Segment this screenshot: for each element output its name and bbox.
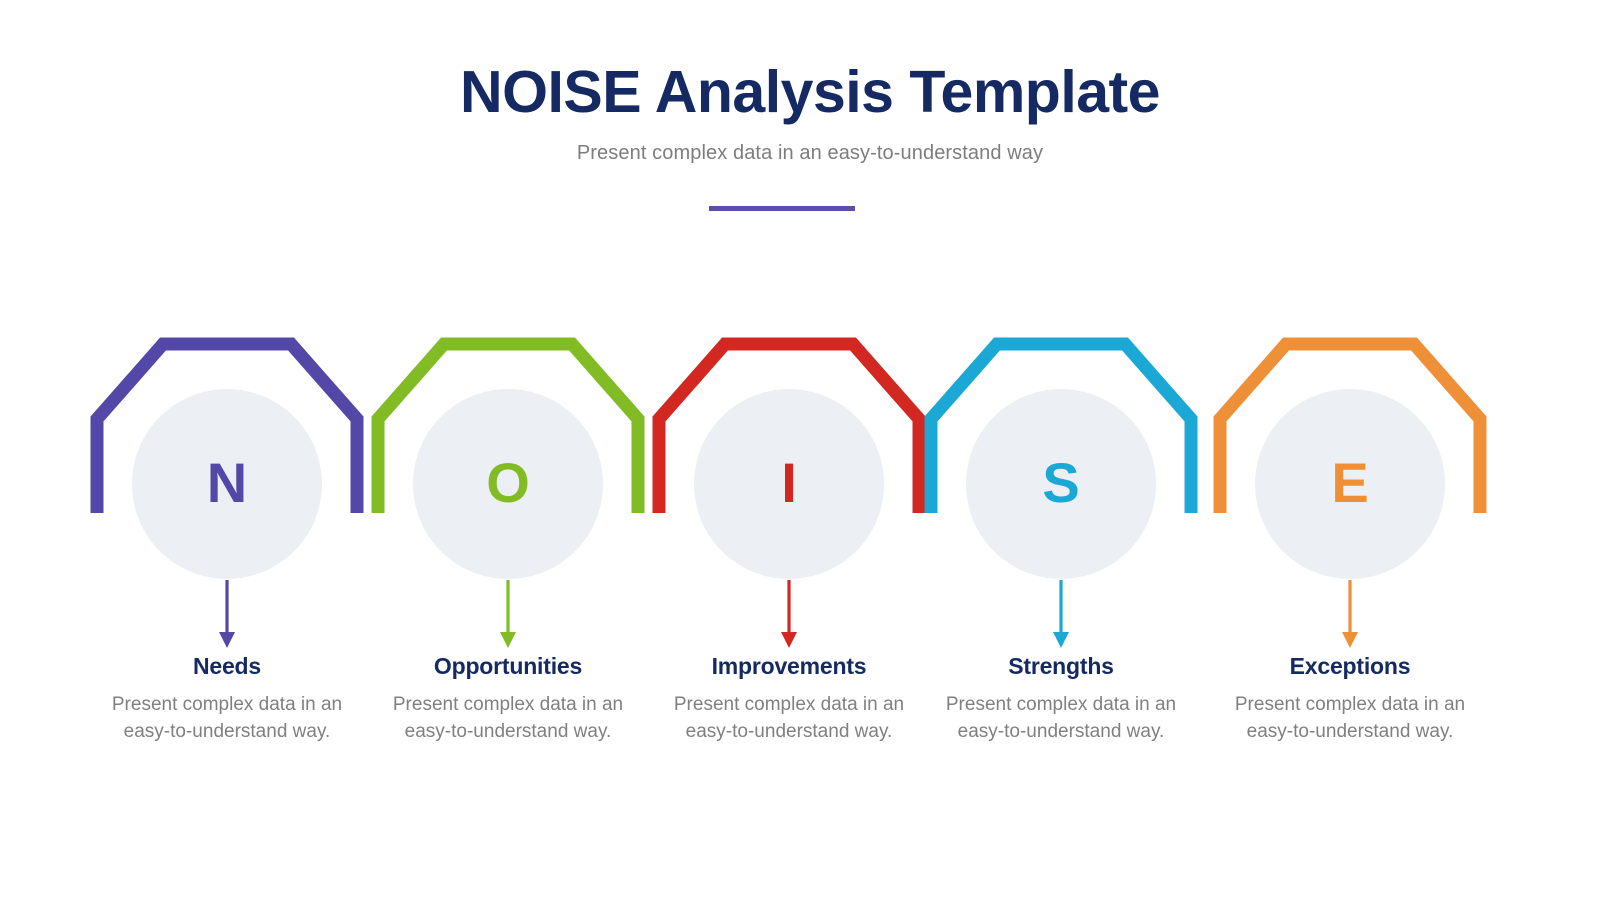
- arrow-head: [1053, 632, 1069, 648]
- arrow-head: [781, 632, 797, 648]
- item-caption-title: Improvements: [711, 653, 867, 679]
- arrow-head: [219, 632, 235, 648]
- arrow-head: [1342, 632, 1358, 648]
- item-caption-description: Present complex data in an easy-to-under…: [673, 693, 905, 742]
- item-caption-description: Present complex data in an easy-to-under…: [392, 693, 624, 742]
- item-letter: E: [1331, 451, 1369, 514]
- page-title: NOISE Analysis Template: [459, 59, 1161, 125]
- header: NOISE Analysis Template Present complex …: [0, 59, 1620, 165]
- title-divider: [709, 206, 855, 211]
- item-caption-description: Present complex data in an easy-to-under…: [1234, 693, 1466, 742]
- page-subtitle: Present complex data in an easy-to-under…: [576, 141, 1044, 164]
- item-caption-description: Present complex data in an easy-to-under…: [945, 693, 1177, 742]
- item-caption-description: Present complex data in an easy-to-under…: [111, 693, 343, 742]
- item-caption-title: Opportunities: [433, 653, 583, 679]
- item-letter: S: [1042, 451, 1080, 514]
- item-caption-title: Needs: [192, 653, 262, 679]
- arrow-head: [500, 632, 516, 648]
- item-caption-title: Exceptions: [1289, 653, 1411, 679]
- item-letter: O: [486, 451, 530, 514]
- item-caption-title: Strengths: [1008, 653, 1114, 679]
- item-letter: I: [781, 451, 797, 514]
- item-letter: N: [206, 451, 248, 514]
